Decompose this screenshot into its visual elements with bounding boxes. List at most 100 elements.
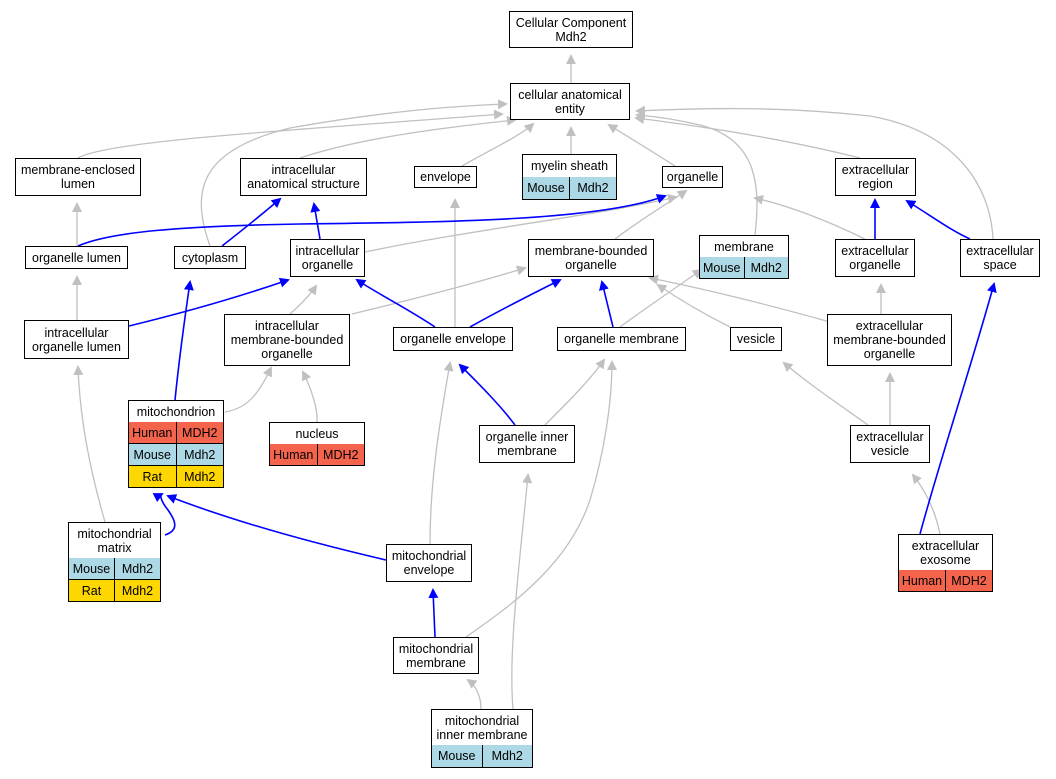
is-a-edge (753, 194, 866, 240)
part-of-edge (174, 280, 194, 401)
gene-label: Mdh2 (175, 466, 224, 487)
part-of-edge (221, 197, 282, 247)
is-a-edge (614, 189, 688, 240)
species-label: Mouse (437, 749, 476, 763)
node-intracellular-organelle-lumen[interactable]: intracellular organelle lumen (24, 320, 129, 359)
node-intracellular-anatomical-structure[interactable]: intracellular anatomical structure (240, 158, 367, 196)
node-mitochondrial-membrane[interactable]: mitochondrial membrane (393, 637, 479, 674)
is-a-edge (607, 123, 676, 167)
part-of-edge (919, 282, 997, 535)
gene-label: MDH2 (175, 422, 224, 443)
node-cytoplasm[interactable]: cytoplasm (174, 246, 246, 269)
species-label: Rat (81, 583, 102, 598)
annotation-row: Mouse Mdh2 (432, 745, 532, 767)
species-label: Mouse (702, 260, 741, 275)
species-label: Mouse (527, 181, 565, 195)
gene-label: MDH2 (945, 570, 992, 591)
node-extracellular-region[interactable]: extracellular region (835, 158, 916, 196)
node-cellular-anatomical-entity[interactable]: cellular anatomical entity (510, 83, 630, 120)
is-a-edge (782, 361, 869, 426)
is-a-edge (619, 268, 703, 328)
is-a-edge (656, 283, 731, 328)
is-a-edge (635, 105, 994, 240)
is-a-edge (466, 678, 482, 710)
annotation-myelin-sheath: Mouse Mdh2 (522, 177, 617, 200)
node-membrane-bounded-organelle[interactable]: membrane-bounded organelle (528, 239, 654, 277)
part-of-edge (152, 493, 176, 536)
node-mitochondrial-matrix[interactable]: mitochondrial matrix (68, 522, 161, 559)
node-envelope[interactable]: envelope (414, 166, 477, 188)
is-a-edge (544, 358, 606, 426)
annotation-row: Rat Mdh2 (69, 579, 160, 601)
node-organelle-lumen[interactable]: organelle lumen (25, 246, 128, 269)
node-membrane[interactable]: membrane (699, 235, 789, 258)
part-of-edge (469, 279, 562, 328)
node-extracellular-organelle[interactable]: extracellular organelle (835, 239, 915, 277)
is-a-edge (911, 473, 941, 535)
node-nucleus[interactable]: nucleus (269, 422, 365, 445)
part-of-edge (355, 278, 436, 328)
node-mitochondrial-envelope[interactable]: mitochondrial envelope (386, 544, 472, 582)
gene-label: Mdh2 (481, 745, 533, 767)
node-organelle-inner-membrane[interactable]: organelle inner membrane (479, 425, 575, 463)
is-a-edge (302, 370, 318, 423)
is-a-edge (77, 109, 504, 159)
is-a-edge (289, 284, 318, 315)
part-of-edge (458, 363, 516, 426)
node-mitochondrial-inner-membrane[interactable]: mitochondrial inner membrane (431, 709, 533, 746)
node-cellular-component[interactable]: Cellular Component Mdh2 (509, 11, 633, 48)
node-extracellular-space[interactable]: extracellular space (960, 239, 1040, 277)
is-a-edge (364, 193, 678, 253)
is-a-edge (634, 114, 861, 159)
gene-label: Mdh2 (114, 558, 160, 579)
node-organelle-envelope[interactable]: organelle envelope (393, 327, 513, 351)
part-of-edge (310, 202, 321, 240)
annotation-mitochondrial-inner-membrane: Mouse Mdh2 (431, 745, 533, 768)
species-label: Mouse (133, 447, 172, 462)
species-label: Rat (142, 469, 162, 484)
edges (72, 54, 997, 710)
is-a-edge (200, 99, 508, 247)
node-membrane-enclosed-lumen[interactable]: membrane-enclosed lumen (15, 158, 141, 196)
part-of-edge (428, 588, 439, 638)
is-a-edge (224, 366, 272, 413)
species-label: Mouse (72, 561, 111, 576)
node-extracellular-exosome[interactable]: extracellular exosome (898, 534, 993, 571)
is-a-edge (465, 360, 617, 638)
node-vesicle[interactable]: vesicle (730, 327, 782, 351)
species-label: Human (273, 447, 314, 462)
node-extracellular-membrane-bounded-organelle[interactable]: extracellular membrane-bounded organelle (827, 314, 952, 366)
node-extracellular-vesicle[interactable]: extracellular vesicle (850, 425, 930, 463)
node-intracellular-organelle[interactable]: intracellular organelle (290, 239, 365, 277)
node-myelin-sheath[interactable]: myelin sheath (522, 154, 617, 178)
is-a-edge (73, 365, 106, 523)
is-a-edge (648, 274, 831, 323)
is-a-edge (429, 361, 454, 545)
gene-label: Mdh2 (114, 580, 160, 601)
gene-label: MDH2 (316, 444, 365, 465)
gene-label: Mdh2 (743, 257, 789, 278)
species-label: Human (132, 425, 173, 440)
node-mitochondrion[interactable]: mitochondrion (128, 400, 224, 423)
annotation-row: Rat Mdh2 (129, 465, 223, 487)
node-organelle-membrane[interactable]: organelle membrane (557, 327, 686, 351)
node-organelle[interactable]: organelle (662, 166, 723, 188)
node-intracellular-membrane-bounded-organelle[interactable]: intracellular membrane-bounded organelle (224, 314, 350, 366)
gene-label: Mdh2 (569, 177, 616, 199)
is-a-edge (299, 115, 517, 159)
annotation-row: Mouse Mdh2 (523, 177, 616, 199)
part-of-edge (166, 494, 387, 561)
part-of-edge (905, 199, 971, 240)
part-of-edge (128, 277, 290, 327)
